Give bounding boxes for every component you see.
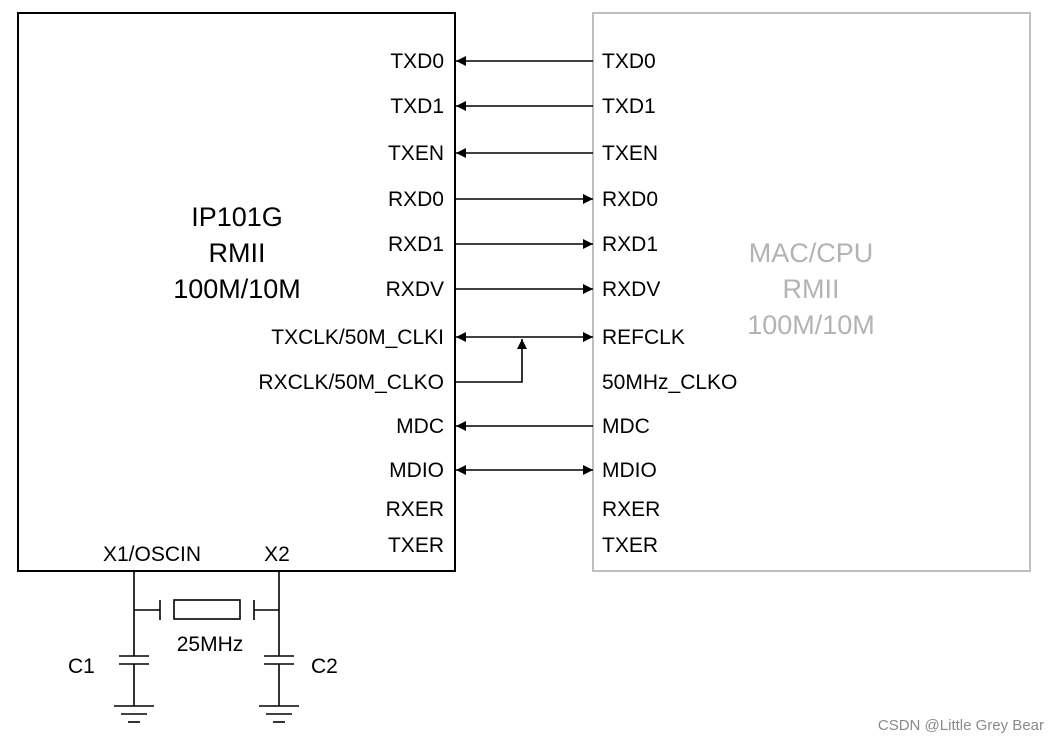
- c2-label: C2: [311, 655, 338, 678]
- right-chip-name: MAC/CPU: [749, 238, 874, 268]
- right-pin-rxd0: RXD0: [602, 188, 658, 211]
- left-pin-mdc: MDC: [396, 415, 444, 438]
- crystal-icon: [173, 599, 241, 620]
- right-pin-mdio: MDIO: [602, 459, 657, 482]
- right-pin-refclk: REFCLK: [602, 326, 685, 349]
- right-pin-txd1: TXD1: [602, 95, 656, 118]
- right-pin-txen: TXEN: [602, 142, 658, 165]
- pin-x2: X2: [264, 543, 290, 566]
- left-chip-name: IP101G: [191, 202, 283, 232]
- right-chip-interface: RMII: [783, 274, 840, 304]
- right-pin-rxdv: RXDV: [602, 278, 660, 301]
- left-pin-mdio: MDIO: [389, 459, 444, 482]
- left-chip-interface: RMII: [209, 238, 266, 268]
- left-pin-rxclk: RXCLK/50M_CLKO: [258, 371, 444, 394]
- left-pin-rxd1: RXD1: [388, 233, 444, 256]
- right-pin-txd0: TXD0: [602, 50, 656, 73]
- crystal-frequency-label: 25MHz: [177, 633, 244, 656]
- left-pin-rxer: RXER: [386, 498, 444, 521]
- left-pin-rxdv: RXDV: [386, 278, 444, 301]
- rxclk-feedback-line: [456, 339, 527, 383]
- c1-label: C1: [68, 655, 95, 678]
- ground-icon-c1: [114, 705, 154, 723]
- left-pin-rxd0: RXD0: [388, 188, 444, 211]
- pin-x1-oscin: X1/OSCIN: [103, 543, 201, 566]
- ip101g-chip-box: [17, 12, 456, 572]
- left-chip-speed: 100M/10M: [173, 274, 301, 304]
- left-pin-txer: TXER: [388, 534, 444, 557]
- left-pin-txen: TXEN: [388, 142, 444, 165]
- left-pin-txd0: TXD0: [390, 50, 444, 73]
- right-pin-rxd1: RXD1: [602, 233, 658, 256]
- left-pin-txclk: TXCLK/50M_CLKI: [271, 326, 444, 349]
- mac-cpu-chip-box: [592, 12, 1031, 572]
- ground-icon-c2: [259, 705, 299, 723]
- left-pin-txd1: TXD1: [390, 95, 444, 118]
- right-pin-50mhz-clko: 50MHz_CLKO: [602, 371, 737, 394]
- crystal-circuit: [114, 571, 299, 723]
- right-pin-mdc: MDC: [602, 415, 650, 438]
- right-pin-txer: TXER: [602, 534, 658, 557]
- right-pin-rxer: RXER: [602, 498, 660, 521]
- right-chip-speed: 100M/10M: [747, 310, 875, 340]
- watermark-text: CSDN @Little Grey Bear: [877, 717, 1044, 734]
